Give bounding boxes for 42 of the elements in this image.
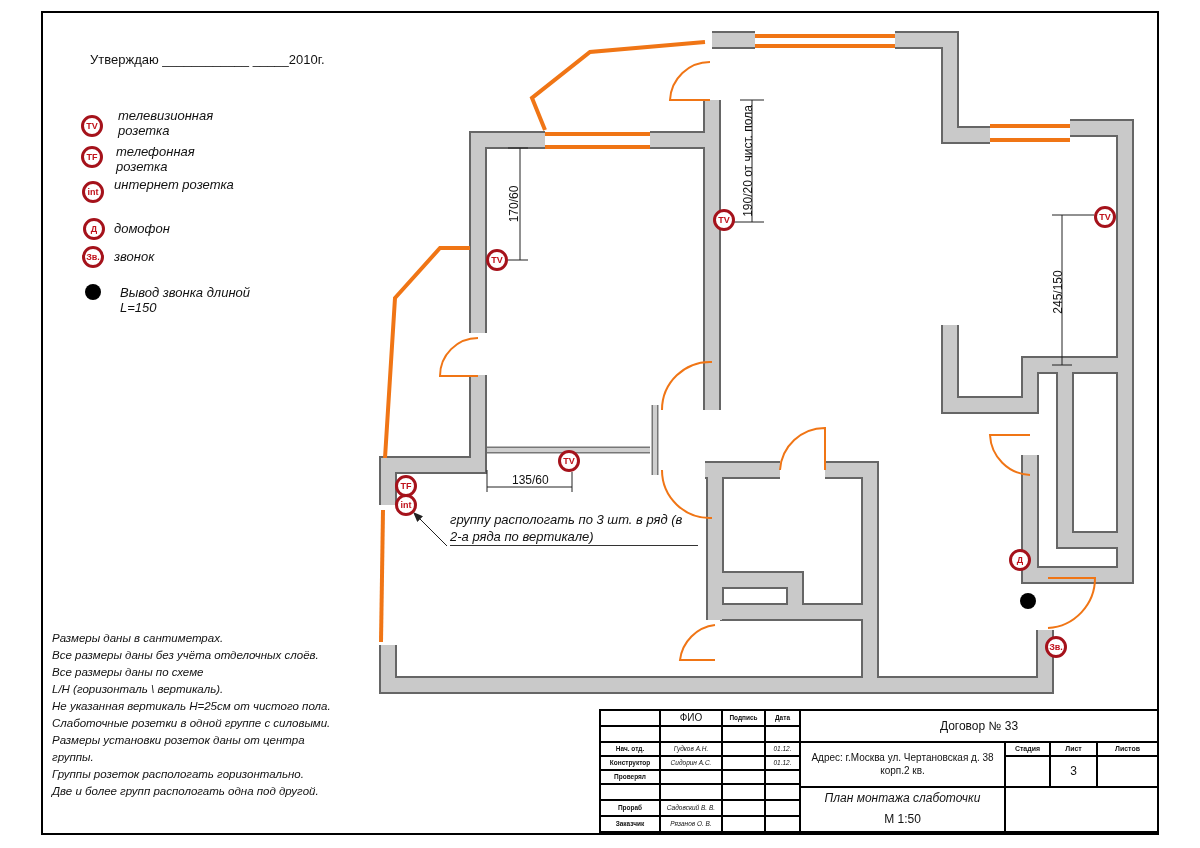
note-text: Группы розеток распологать горизонтально. xyxy=(52,767,305,782)
legend-text: Вывод звонка длиной L=150 xyxy=(120,285,252,315)
socket-symbol: TV xyxy=(81,115,103,137)
legend-text: домофон xyxy=(114,221,171,236)
dot-marker xyxy=(85,284,101,300)
socket-symbol: TV xyxy=(558,450,580,472)
dot-marker xyxy=(1020,593,1036,609)
note-text: Размеры установки розеток даны от центра группы. xyxy=(52,733,306,765)
socket-symbol: TV xyxy=(713,209,735,231)
legend-text: интернет розетка xyxy=(114,177,234,192)
socket-symbol: Д xyxy=(83,218,105,240)
table-text: 3 xyxy=(1070,764,1077,779)
dimension-label: 245/150 xyxy=(1050,270,1065,314)
socket-symbol: Зв. xyxy=(1045,636,1067,658)
note-text: Размеры даны в сантиметрах. xyxy=(52,631,225,646)
legend-text: звонок xyxy=(114,249,156,264)
dimension-label: 135/60 xyxy=(512,473,549,487)
table-header: ФИО xyxy=(679,711,703,725)
socket-symbol: TV xyxy=(486,249,508,271)
socket-symbol: TF xyxy=(395,475,417,497)
table-text: Адрес: г.Москва ул. Чертановская д. 38 корп.2 кв. xyxy=(810,752,995,777)
table-text: М 1:50 xyxy=(884,811,921,827)
dimension-label: 190/20 от чист. пола xyxy=(740,105,755,217)
socket-symbol: TV xyxy=(1094,206,1116,228)
note-text: Все размеры даны без учёта отделочных слоёв. xyxy=(52,648,320,663)
note-text: Не указанная вертикаль H=25см от чистого пола. xyxy=(52,699,332,714)
note-text: Слаботочные розетки в одной группе с силовыми. xyxy=(52,716,332,731)
table-text: Договор № 33 xyxy=(939,718,1019,734)
leader-line xyxy=(413,512,448,547)
socket-symbol: int xyxy=(395,494,417,516)
socket-symbol: int xyxy=(82,181,104,203)
note-text: L/H (горизонталь \ вертикаль). xyxy=(52,682,225,697)
note-text: Все размеры даны по схеме xyxy=(52,665,205,680)
socket-symbol: TF xyxy=(81,146,103,168)
legend-text: телевизионная розетка xyxy=(118,108,215,138)
approval-line: Утверждаю ____________ _____2010г. xyxy=(90,52,325,67)
dimension-label: 170/60 xyxy=(506,185,521,223)
note-text: группу распологать по 3 шт. в ряд (в 2-а ряда по вертикале) xyxy=(450,511,698,546)
socket-symbol: Зв. xyxy=(82,246,104,268)
socket-symbol: Д xyxy=(1009,549,1031,571)
note-text: Две и более групп распологать одна под другой. xyxy=(52,784,320,799)
table-text: План монтажа слаботочки xyxy=(824,790,981,806)
